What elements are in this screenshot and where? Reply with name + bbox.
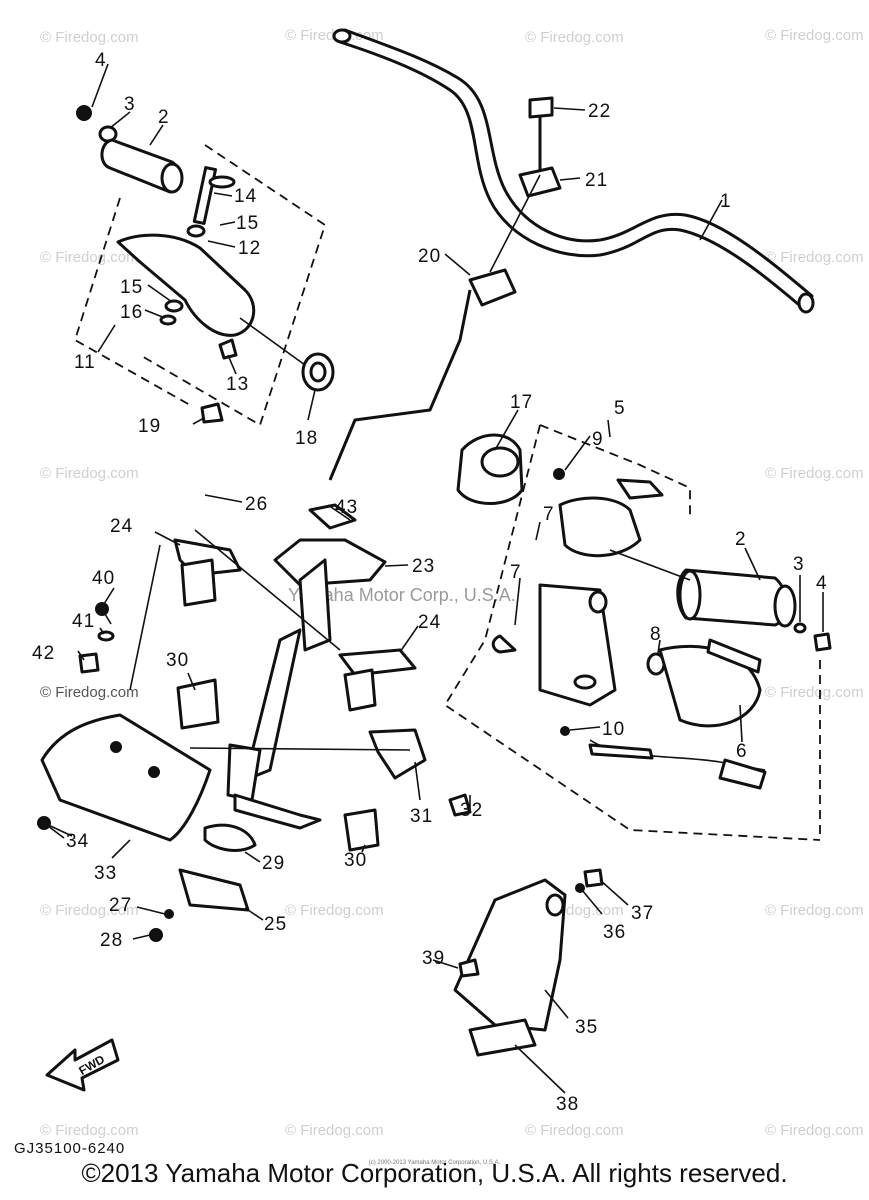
callout-26: 26 — [245, 494, 268, 515]
callout-5: 5 — [614, 398, 626, 419]
callout-30: 30 — [166, 650, 189, 671]
watermark: © Firedog.com — [525, 1122, 624, 1139]
watermark: © Firedog.com — [525, 29, 624, 46]
callout-19: 19 — [138, 416, 161, 437]
callout-4: 4 — [95, 50, 107, 71]
callout-27: 27 — [109, 895, 132, 916]
watermark: © Firedog.com — [765, 684, 864, 701]
copyright-notice: ©2013 Yamaha Motor Corporation, U.S.A. A… — [81, 1158, 788, 1188]
callout-3-right: 3 — [793, 554, 805, 575]
callout-28: 28 — [100, 930, 123, 951]
callout-21: 21 — [585, 170, 608, 191]
callout-17: 17 — [510, 392, 533, 413]
callout-24: 24 — [110, 516, 133, 537]
watermark: © Firedog.com — [40, 1122, 139, 1139]
watermark: © Firedog.com — [765, 902, 864, 919]
callout-15-lower: 15 — [120, 277, 143, 298]
callout-32: 32 — [460, 800, 483, 821]
callout-9: 9 — [592, 429, 604, 450]
callout-35: 35 — [575, 1017, 598, 1038]
callout-29: 29 — [262, 853, 285, 874]
callout-42: 42 — [32, 643, 55, 664]
callout-40: 40 — [92, 568, 115, 589]
callout-3: 3 — [124, 94, 136, 115]
watermark: © Firedog.com — [765, 465, 864, 482]
callout-16: 16 — [120, 302, 143, 323]
callout-2-right: 2 — [735, 529, 747, 550]
callout-23: 23 — [412, 556, 435, 577]
callout-10: 10 — [602, 719, 625, 740]
watermark: © Firedog.com — [765, 27, 864, 44]
callout-11: 11 — [74, 352, 96, 373]
callout-15: 15 — [236, 213, 259, 234]
watermark: © Firedog.com — [40, 249, 139, 266]
callout-43: 43 — [335, 497, 358, 518]
callout-24-right: 24 — [418, 612, 441, 633]
callout-1: 1 — [720, 191, 732, 212]
callout-25: 25 — [264, 914, 287, 935]
watermark: © Firedog.com — [285, 902, 384, 919]
callout-7-lower: 7 — [510, 562, 522, 583]
callout-41: 41 — [72, 611, 95, 632]
callout-12: 12 — [238, 238, 261, 259]
watermarks: © Firedog.com © Firedog.com © Firedog.co… — [40, 27, 864, 1139]
handlebar — [332, 28, 815, 314]
leader-lines — [47, 63, 824, 1094]
center-watermark: Yamaha Motor Corp., U.S.A. — [288, 585, 516, 605]
callout-34: 34 — [66, 831, 89, 852]
watermark: © Firedog.com — [40, 684, 139, 701]
lower-bracket — [453, 868, 604, 1057]
watermark: © Firedog.com — [285, 1122, 384, 1139]
callout-36: 36 — [603, 922, 626, 943]
forward-arrow-icon: FWD — [45, 1038, 120, 1092]
mounting-plate — [37, 544, 212, 842]
callout-14: 14 — [234, 186, 257, 207]
watermark: © Firedog.com — [40, 902, 139, 919]
callout-7: 7 — [543, 504, 555, 525]
right-switch-assembly — [443, 424, 832, 841]
callout-8: 8 — [650, 624, 662, 645]
callout-38: 38 — [556, 1094, 579, 1115]
left-grip-assembly — [73, 105, 335, 427]
diagram-code: GJ35100-6240 — [14, 1140, 126, 1157]
callout-31: 31 — [410, 806, 433, 827]
watermark: © Firedog.com — [765, 1122, 864, 1139]
watermark: © Firedog.com — [765, 249, 864, 266]
fine-print: (c) 2000-2013 Yamaha Motor Corporation, … — [368, 1160, 501, 1166]
callout-6: 6 — [736, 741, 748, 762]
callout-30-lower: 30 — [344, 850, 367, 871]
callout-4-right: 4 — [816, 573, 828, 594]
callout-13: 13 — [226, 374, 249, 395]
handlebar-holder — [468, 96, 562, 307]
callout-39: 39 — [422, 948, 445, 969]
callout-20: 20 — [418, 246, 441, 267]
callout-numbers: 4 3 2 14 15 12 15 16 11 13 19 18 20 21 2… — [32, 50, 828, 1115]
callout-18: 18 — [295, 428, 318, 449]
callout-33: 33 — [94, 863, 117, 884]
callout-2: 2 — [158, 107, 170, 128]
callout-37: 37 — [631, 903, 654, 924]
watermark: © Firedog.com — [40, 29, 139, 46]
callout-22: 22 — [588, 101, 611, 122]
watermark: © Firedog.com — [40, 465, 139, 482]
steering-column — [149, 289, 472, 942]
